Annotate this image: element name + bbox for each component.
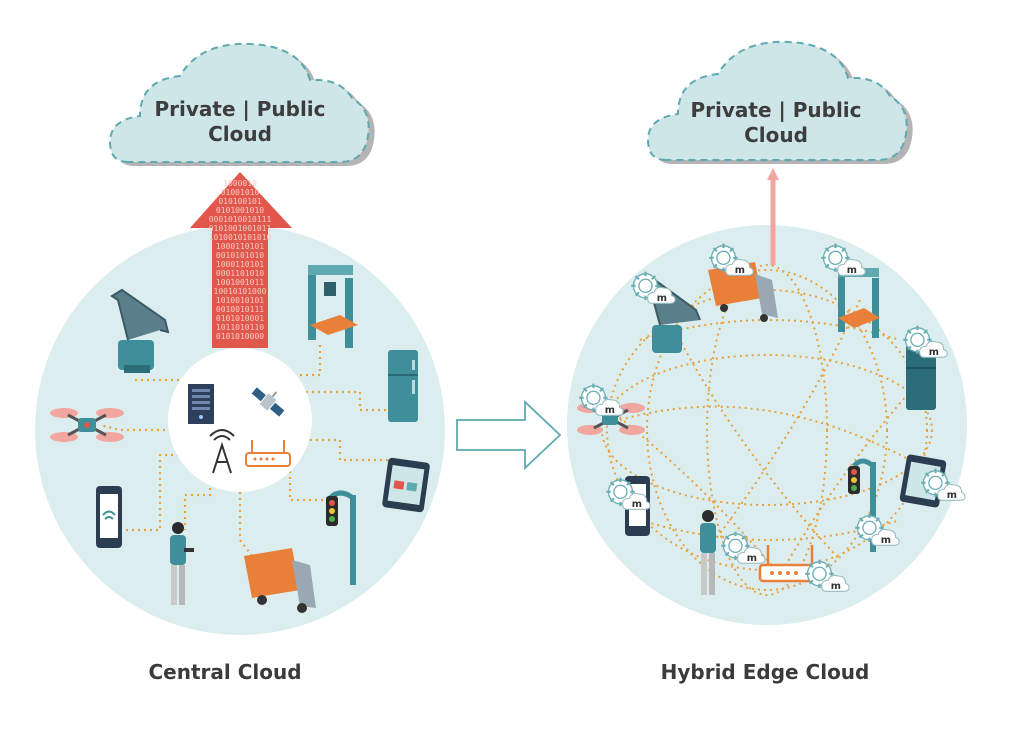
- traffic-light-icon: [326, 490, 356, 585]
- left-cloud-line1: Private | Public: [154, 97, 326, 121]
- left-cloud-line2: Cloud: [208, 122, 272, 146]
- person-icon: [170, 522, 194, 605]
- refrigerator-icon-edge: [906, 345, 936, 410]
- binary-row: 1011010110: [216, 323, 264, 332]
- router-icon-edge: [758, 545, 820, 583]
- binary-row: 0010101010: [216, 251, 264, 260]
- satellite-icon: [251, 387, 285, 417]
- central-cloud-panel: 1000010010010100101001010101001010000101…: [35, 42, 445, 635]
- cell-tower-icon: [209, 429, 235, 474]
- server-icon: [188, 384, 214, 424]
- binary-row: 10010101000: [214, 287, 267, 296]
- binary-row: 010100101: [218, 197, 262, 206]
- left-cloud-label: Private | Public Cloud: [140, 97, 340, 147]
- hybrid-edge-panel: Private | Public Cloud: [567, 40, 967, 625]
- central-cloud-caption: Central Cloud: [148, 660, 302, 684]
- private-public-cloud-left: [108, 42, 375, 167]
- binary-row: 1000110101: [216, 260, 264, 269]
- smartphone-icon: [96, 486, 122, 548]
- binary-row: 0101010001: [216, 314, 264, 323]
- binary-row: 0101001010: [216, 206, 264, 215]
- binary-row: 0101010000: [216, 332, 264, 341]
- person-icon-edge: [700, 510, 716, 595]
- traffic-light-icon-edge: [848, 458, 876, 552]
- binary-row: 01001010: [221, 188, 260, 197]
- binary-row: 0010010111: [216, 305, 264, 314]
- binary-row: 1010010101: [216, 296, 264, 305]
- binary-row: 1000010: [223, 179, 257, 188]
- tablet-icon: [382, 457, 430, 513]
- binary-row: 0101001001011: [209, 224, 272, 233]
- binary-row: 0001010010111: [209, 215, 272, 224]
- private-public-cloud-right: [646, 40, 913, 165]
- robot-arm-icon: [110, 288, 170, 373]
- binary-row: 1010010101010: [209, 233, 272, 242]
- router-icon: [245, 440, 291, 467]
- right-cloud-label: Private | Public Cloud: [676, 98, 876, 148]
- hybrid-edge-cloud-caption: Hybrid Edge Cloud: [660, 660, 870, 684]
- right-cloud-line2: Cloud: [744, 123, 808, 147]
- right-cloud-line1: Private | Public: [690, 98, 862, 122]
- thin-upload-arrow: [767, 168, 779, 265]
- truck-icon: [244, 548, 316, 613]
- binary-row: 1001001011: [216, 278, 264, 287]
- binary-row: 0001101010: [216, 269, 264, 278]
- central-hub: [168, 348, 312, 492]
- refrigerator-icon: [388, 350, 418, 422]
- 3d-printer-icon: [308, 265, 358, 348]
- transition-arrow: [456, 399, 562, 471]
- drone-icon: [50, 408, 124, 442]
- binary-row: 1000110101: [216, 242, 264, 251]
